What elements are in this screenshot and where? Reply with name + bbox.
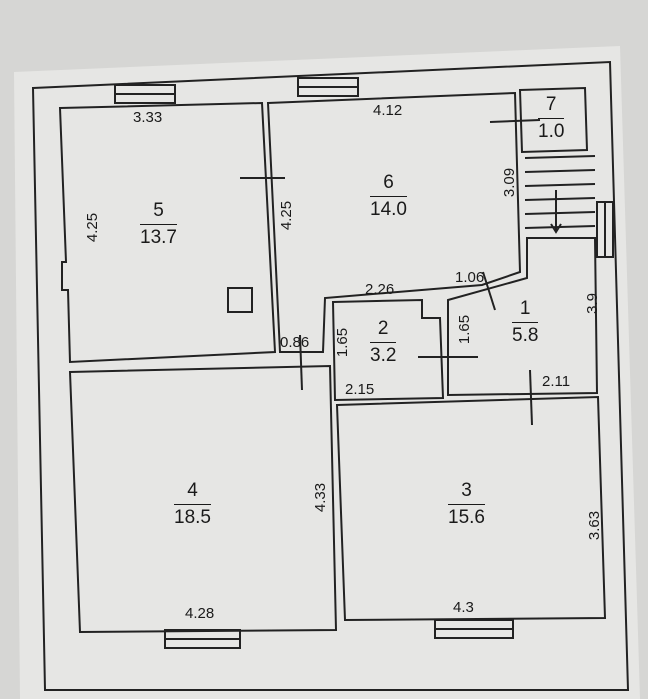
room-3-outline	[335, 395, 607, 622]
dim-r5-top: 3.33	[133, 109, 163, 126]
room-7-outline	[518, 86, 589, 154]
dim-r6-top: 4.12	[373, 102, 403, 119]
dim-r4-right: 4.33	[312, 482, 330, 513]
chimney	[227, 287, 253, 313]
room-4-outline	[68, 364, 338, 634]
dim-r5-left: 4.25	[84, 212, 102, 243]
dim-corridor-diag: 1.06	[455, 269, 485, 286]
dim-corridor-top: 2.26	[365, 281, 395, 298]
door-marks	[240, 119, 541, 426]
stairs	[524, 155, 596, 234]
dim-r2-left: 1.65	[334, 327, 352, 358]
dim-r3-right: 3.63	[586, 510, 604, 541]
dim-r6-right: 3.09	[501, 167, 519, 198]
room-5-outline	[58, 101, 277, 364]
dim-r2-bottom: 2.15	[345, 381, 375, 398]
dim-r1-bottom: 2.11	[542, 373, 571, 390]
dim-r4-bottom: 4.28	[185, 605, 215, 622]
room-2-outline	[331, 298, 445, 402]
dim-r5-right: 4.25	[278, 200, 296, 231]
dim-r2-right: 1.65	[456, 314, 474, 345]
paper	[14, 46, 640, 699]
dim-r3-bottom: 4.3	[453, 599, 474, 616]
dim-r1-right: 3.9	[583, 293, 601, 314]
room-6-outline	[266, 91, 522, 353]
dim-door-width: 0.86	[280, 334, 310, 351]
windows	[114, 77, 614, 649]
outer-wall	[31, 60, 630, 691]
room-1-outline	[447, 237, 599, 397]
